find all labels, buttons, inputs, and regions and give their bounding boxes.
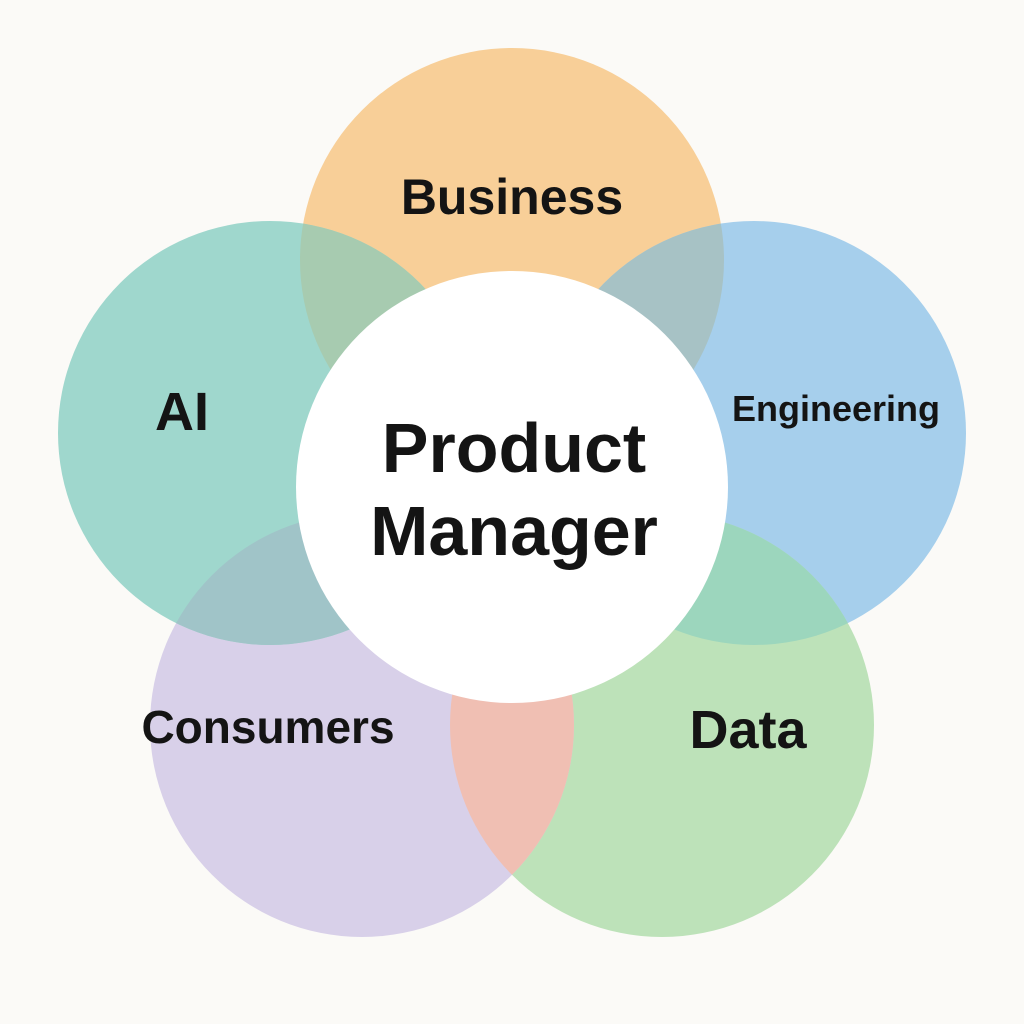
center-circle xyxy=(296,271,728,703)
consumers-label: Consumers xyxy=(141,701,394,753)
ai-label: AI xyxy=(155,382,209,442)
engineering-label: Engineering xyxy=(732,388,940,429)
center-title-line2: Manager xyxy=(370,492,658,570)
data-label: Data xyxy=(689,700,807,760)
business-label: Business xyxy=(401,169,623,225)
center-title-line1: Product xyxy=(382,409,646,487)
